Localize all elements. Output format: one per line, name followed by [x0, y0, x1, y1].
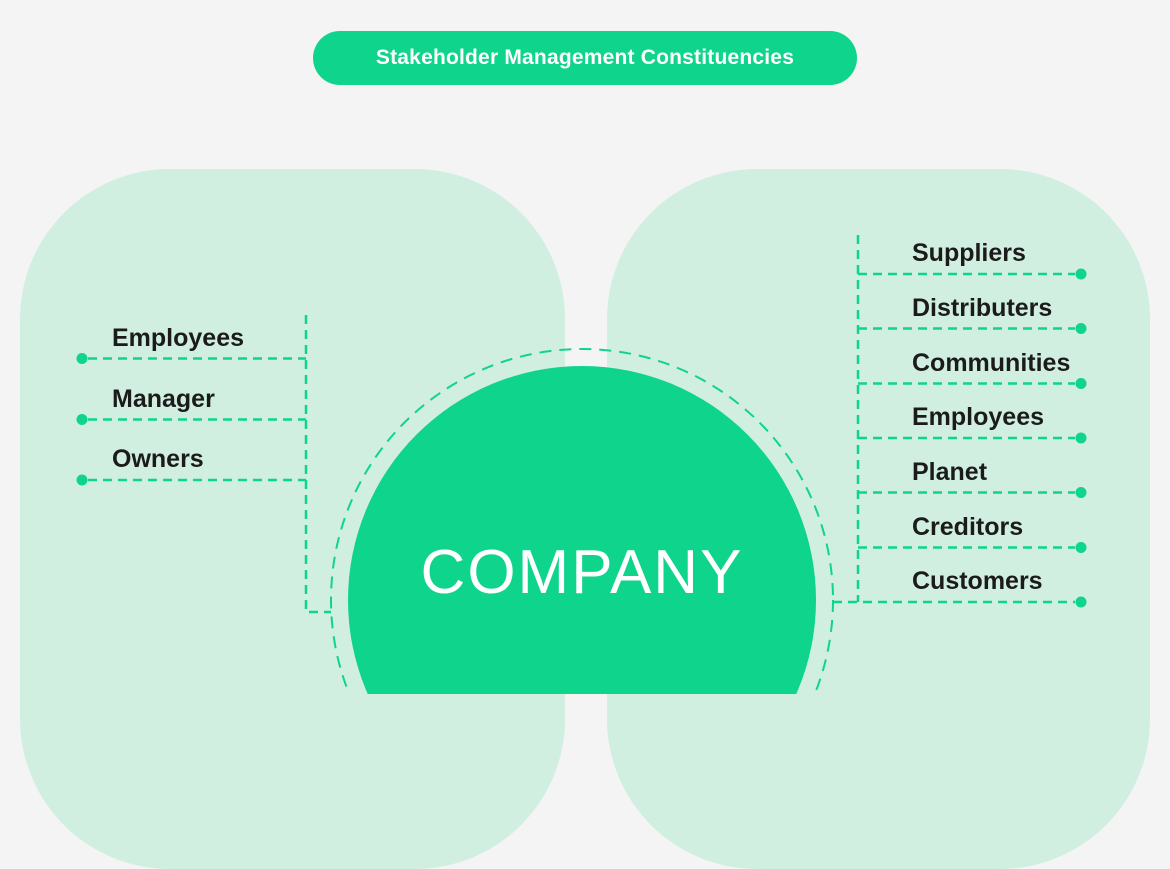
- dot-endpoint-icon: [1075, 378, 1087, 389]
- company-node-label: COMPANY: [420, 538, 744, 607]
- dot-endpoint-icon: [1075, 268, 1087, 280]
- dot-endpoint-icon: [1075, 323, 1087, 334]
- diagram-title: Stakeholder Management Constituencies: [375, 46, 795, 69]
- dot-endpoint-icon: [76, 414, 88, 425]
- dot-endpoint-icon: [1075, 487, 1087, 498]
- title-pill: Stakeholder Management Constituencies: [313, 31, 857, 85]
- company-dashed-ring: [330, 348, 834, 694]
- dot-endpoint-icon: [1075, 596, 1087, 608]
- dot-endpoint-icon: [1075, 542, 1087, 553]
- dot-endpoint-icon: [76, 353, 88, 364]
- dot-endpoint-icon: [76, 474, 88, 486]
- left-trunk-line: [304, 315, 331, 614]
- connector-lines-layer: [76, 235, 1087, 694]
- diagram-canvas: Stakeholder Management Constituencies Em…: [20, 31, 1150, 869]
- company-circle: [348, 366, 816, 694]
- dot-endpoint-icon: [1075, 432, 1087, 444]
